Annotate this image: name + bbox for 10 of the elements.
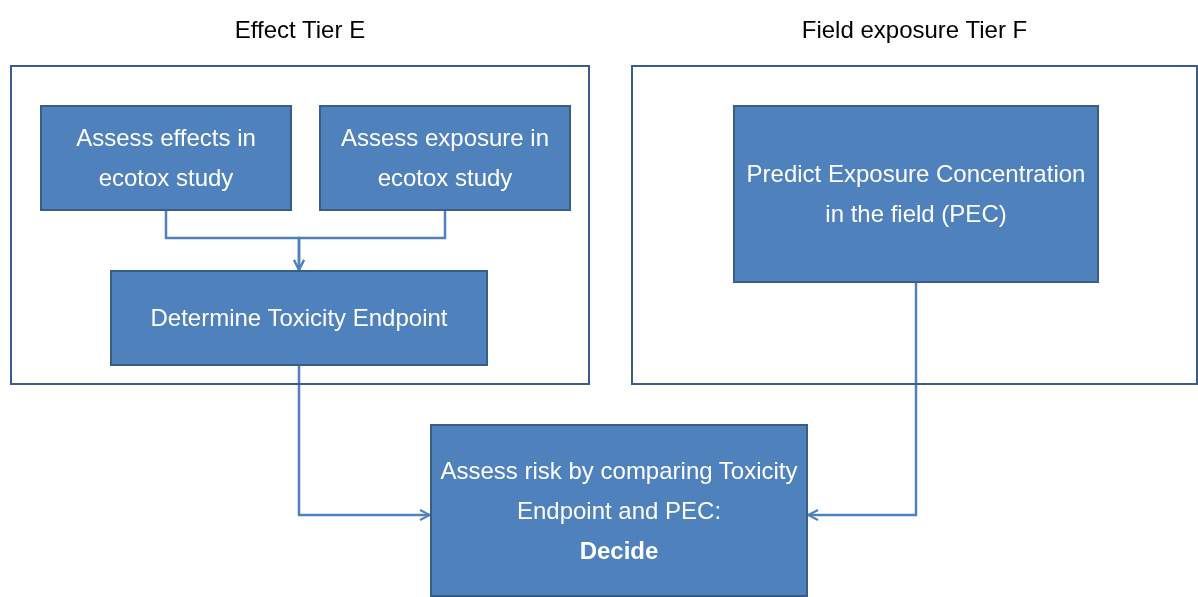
- process-box: Predict Exposure Concentration in the field (PEC): [733, 105, 1099, 283]
- tier-heading: Field exposure Tier F: [801, 15, 1028, 45]
- process-box: Assess exposure in ecotox study: [319, 105, 571, 211]
- arrow: [807, 283, 918, 521]
- arrow: [293, 211, 447, 271]
- tier-heading: Effect Tier E: [234, 15, 366, 45]
- arrow: [297, 366, 431, 521]
- process-box: Assess effects in ecotox study: [40, 105, 292, 211]
- process-box: Assess risk by comparing Toxicity Endpoint and PEC: Decide: [430, 424, 808, 597]
- process-box: Determine Toxicity Endpoint: [110, 270, 488, 366]
